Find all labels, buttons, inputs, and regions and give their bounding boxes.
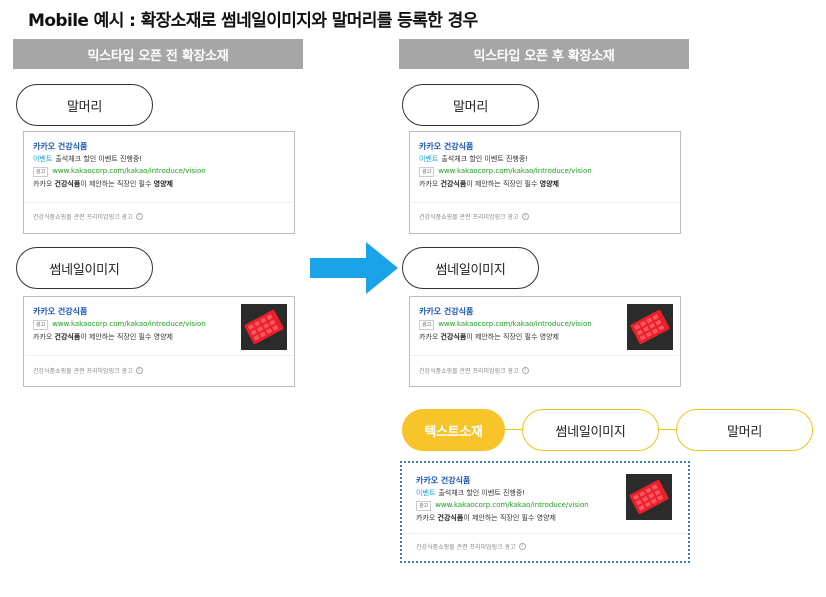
thumbnail-graphic bbox=[241, 304, 287, 350]
tab-text-asset[interactable]: 텍스트소재 bbox=[402, 409, 505, 451]
footer-text: 건강식품쇼핑몰 관련 프리미엄링크 광고 bbox=[33, 368, 133, 375]
right-pill-header-text: 말머리 bbox=[402, 84, 539, 126]
divider bbox=[411, 202, 679, 203]
thumbnail-graphic bbox=[626, 474, 672, 520]
ad-title[interactable]: 카카오 건강식품 bbox=[33, 307, 88, 316]
desc-prefix: 카카오 bbox=[419, 333, 441, 341]
ad-url[interactable]: www.kakaocorp.com/kakao/introduce/vision bbox=[52, 167, 206, 175]
right-section-header: 믹스타입 오픈 후 확장소재 bbox=[399, 39, 689, 69]
event-text: 출석체크 할인 이벤트 진행중! bbox=[55, 155, 143, 163]
ad-title[interactable]: 카카오 건강식품 bbox=[33, 142, 88, 151]
ad-description: 카카오 건강식품이 제안하는 직장인 필수 영양제 bbox=[419, 331, 620, 343]
ad-url[interactable]: www.kakaocorp.com/kakao/introduce/vision bbox=[438, 167, 592, 175]
thumbnail-graphic bbox=[627, 304, 673, 350]
ad-description: 카카오 건강식품이 제안하는 직장인 필수 영양제 bbox=[416, 512, 628, 524]
desc-bold: 건강식품 bbox=[54, 180, 81, 188]
event-text: 출석체크 할인 이벤트 진행중! bbox=[438, 489, 526, 497]
page-title: Mobile 예시 : 확장소재로 썸네일이미지와 말머리를 등록한 경우 bbox=[28, 11, 478, 31]
desc-bold: 건강식품 bbox=[440, 333, 467, 341]
left-pill-thumbnail: 썸네일이미지 bbox=[16, 247, 153, 289]
footer-text: 건강식품쇼핑몰 관련 프리미엄링크 광고 bbox=[419, 214, 519, 221]
right-pill-thumbnail: 썸네일이미지 bbox=[402, 247, 539, 289]
ad-badge: 광고 bbox=[419, 319, 435, 330]
desc-plain2: 영양제 bbox=[536, 514, 556, 522]
event-tag: 이벤트 bbox=[33, 155, 53, 163]
divider bbox=[25, 355, 293, 356]
info-icon[interactable]: i bbox=[135, 367, 143, 374]
ad-title[interactable]: 카카오 건강식품 bbox=[419, 307, 474, 316]
desc-bold: 건강식품 bbox=[437, 514, 464, 522]
product-thumbnail-image[interactable] bbox=[627, 304, 673, 350]
desc-prefix: 카카오 bbox=[33, 333, 55, 341]
ad-title[interactable]: 카카오 건강식품 bbox=[416, 476, 471, 485]
desc-mid: 이 제안하는 직장인 필수 bbox=[466, 333, 540, 341]
divider bbox=[403, 533, 687, 534]
footer-text: 건강식품쇼핑몰 관련 프리미엄링크 광고 bbox=[419, 368, 519, 375]
footer-text: 건강식품쇼핑몰 관련 프리미엄링크 광고 bbox=[416, 544, 516, 551]
ad-badge: 광고 bbox=[33, 166, 49, 177]
tab-thumbnail-image[interactable]: 썸네일이미지 bbox=[522, 409, 659, 451]
footer-text: 건강식품쇼핑몰 관련 프리미엄링크 광고 bbox=[33, 214, 133, 221]
ad-description: 카카오 건강식품이 제안하는 직장인 필수 영양제 bbox=[33, 331, 234, 343]
ad-title[interactable]: 카카오 건강식품 bbox=[419, 142, 474, 151]
left-pill-header-text: 말머리 bbox=[16, 84, 153, 126]
ad-badge: 광고 bbox=[416, 500, 432, 511]
info-icon[interactable]: i bbox=[521, 213, 529, 220]
desc-prefix: 카카오 bbox=[416, 514, 438, 522]
divider bbox=[25, 202, 293, 203]
event-text: 출석체크 할인 이벤트 진행중! bbox=[441, 155, 529, 163]
product-thumbnail-image[interactable] bbox=[241, 304, 287, 350]
desc-bold: 건강식품 bbox=[440, 180, 467, 188]
right-arrow-icon bbox=[310, 242, 398, 294]
info-icon[interactable]: i bbox=[135, 213, 143, 220]
ad-badge: 광고 bbox=[419, 166, 435, 177]
ad-url[interactable]: www.kakaocorp.com/kakao/introduce/vision bbox=[438, 320, 592, 328]
desc-bold2: 영양제 bbox=[153, 180, 173, 188]
desc-mid: 이 제안하는 직장인 필수 bbox=[466, 180, 540, 188]
desc-prefix: 카카오 bbox=[419, 180, 441, 188]
desc-prefix: 카카오 bbox=[33, 180, 55, 188]
product-thumbnail-image[interactable] bbox=[626, 474, 672, 520]
desc-mid: 이 제안하는 직장인 필수 bbox=[80, 180, 154, 188]
tab-header-text[interactable]: 말머리 bbox=[676, 409, 813, 451]
desc-plain2: 영양제 bbox=[153, 333, 173, 341]
ad-description: 카카오 건강식품이 제안하는 직장인 필수 영양제 bbox=[419, 178, 620, 190]
desc-mid: 이 제안하는 직장인 필수 bbox=[80, 333, 154, 341]
event-tag: 이벤트 bbox=[419, 155, 439, 163]
ad-url[interactable]: www.kakaocorp.com/kakao/introduce/vision bbox=[52, 320, 206, 328]
ad-badge: 광고 bbox=[33, 319, 49, 330]
desc-bold2: 영양제 bbox=[539, 180, 559, 188]
event-tag: 이벤트 bbox=[416, 489, 436, 497]
ad-description: 카카오 건강식품이 제안하는 직장인 필수 영양제 bbox=[33, 178, 234, 190]
info-icon[interactable]: i bbox=[518, 543, 526, 550]
desc-mid: 이 제안하는 직장인 필수 bbox=[463, 514, 537, 522]
ad-url[interactable]: www.kakaocorp.com/kakao/introduce/vision bbox=[435, 501, 589, 509]
divider bbox=[411, 355, 679, 356]
left-section-header: 믹스타입 오픈 전 확장소재 bbox=[13, 39, 303, 69]
desc-plain2: 영양제 bbox=[539, 333, 559, 341]
desc-bold: 건강식품 bbox=[54, 333, 81, 341]
info-icon[interactable]: i bbox=[521, 367, 529, 374]
